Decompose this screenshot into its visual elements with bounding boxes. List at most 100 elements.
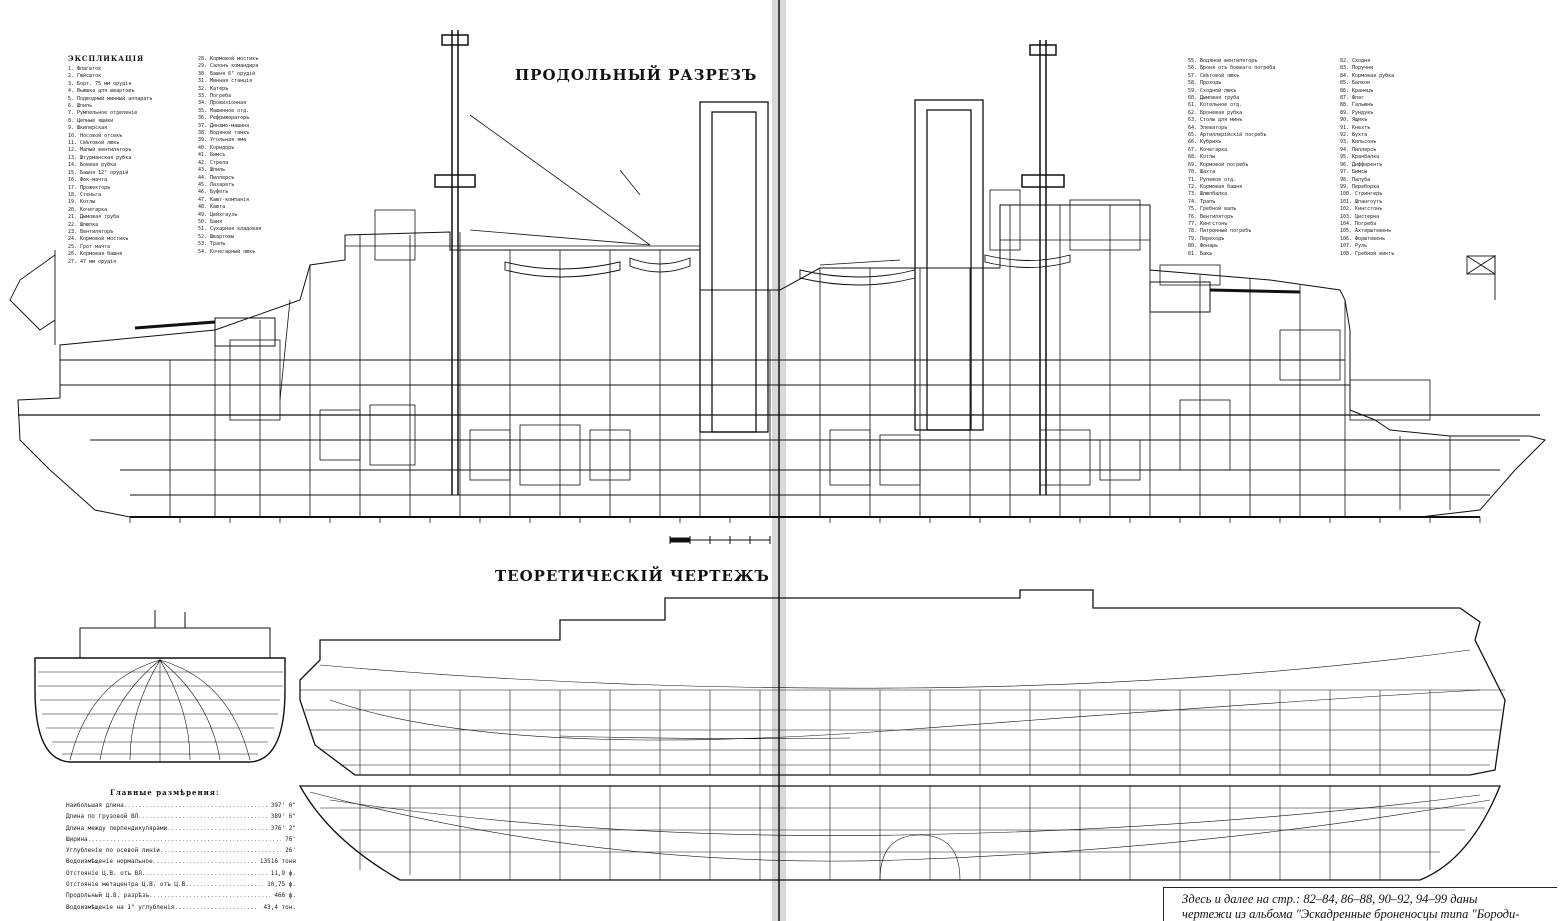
dimension-label: Продольный Ц.В. разрѣзъ xyxy=(66,890,270,901)
legend-item: 59. Сходной люкъ xyxy=(1188,87,1237,94)
legend-item: 53. Трапъ xyxy=(198,241,226,248)
legend-item: 88. Гальюнъ xyxy=(1340,102,1374,109)
legend-item: 24. Кормовой мостикъ xyxy=(68,236,129,243)
legend-item: 90. Ящикъ xyxy=(1340,117,1368,124)
legend-item: 84. Кормовая рубка xyxy=(1340,72,1395,79)
legend-item: 4. Вьюшка для швартовъ xyxy=(68,88,135,95)
legend-item: 98. Палуба xyxy=(1340,176,1371,183)
legend-item: 91. Кнехтъ xyxy=(1340,124,1371,131)
dimension-row: Водоизмѣщеніе нормальное13516 тонн xyxy=(66,856,296,867)
legend-item: 29. Салонъ командира xyxy=(198,63,259,70)
dimension-row: Длина между перпендикулярами376' 2" xyxy=(66,823,296,834)
legend-item: 79. Переходъ xyxy=(1188,235,1225,242)
legend-item: 5. Подводный минный аппаратъ xyxy=(68,95,153,102)
legend-item: 45. Лазаретъ xyxy=(198,181,235,188)
scale-bar xyxy=(669,536,771,544)
legend-item: 73. Шлюпбалка xyxy=(1188,191,1228,198)
dimension-value: 11,9 ф. xyxy=(270,869,296,877)
legend-item: 95. Кранбалка xyxy=(1340,154,1380,161)
legend-item: 65. Артиллерійскій погребъ xyxy=(1188,132,1267,139)
legend-item: 31. Минная станція xyxy=(198,78,253,85)
legend-item: 101. Шпангоутъ xyxy=(1340,198,1383,205)
legend-item: 94. Пиллерсъ xyxy=(1340,146,1377,153)
dimension-row: Отстояніе Ц.В. отъ ВЛ11,9 ф. xyxy=(66,868,296,879)
dimension-value: 13516 тонн xyxy=(259,858,296,866)
legend-item: 44. Пиллерсъ xyxy=(198,174,235,181)
legend-item: 89. Рундукъ xyxy=(1340,109,1374,116)
legend-item: 10. Носовой отсекъ xyxy=(68,132,123,139)
longitudinal-title: ПРОДОЛЬНЫЙ РАЗРЕЗЪ xyxy=(515,66,758,84)
dimension-value: 376' 2" xyxy=(270,824,296,832)
legend-item: 100. Стрингеръ xyxy=(1340,191,1383,198)
legend-item: 107. Руль xyxy=(1340,243,1368,250)
machinery xyxy=(229,329,1431,486)
legend-item: 49. Цейхгаузъ xyxy=(198,211,238,218)
frame-ticks xyxy=(129,517,1481,523)
legend-item: 21. Дымовая труба xyxy=(68,214,120,221)
legend-item: 43. Шпиль xyxy=(198,167,226,174)
dimensions-table: Наибольшая длина397' 0"Длина по грузовой… xyxy=(66,800,296,913)
caption-line-2: чертежи из альбома "Эскадренные броненос… xyxy=(1182,907,1520,921)
legend-item: 63. Столы для минъ xyxy=(1188,117,1243,124)
sheer-plan xyxy=(299,589,1506,776)
legend-item: 28. Кормовой мостикъ xyxy=(198,56,259,62)
legend-item: 58. Проходъ xyxy=(1188,80,1222,87)
legend-item: 68. Котлы xyxy=(1188,154,1216,161)
legend-item: 66. Кубрикъ xyxy=(1188,139,1222,146)
legend-item: 23. Вентиляторъ xyxy=(68,228,114,235)
legend-item: 9. Шкиперская xyxy=(68,125,108,132)
legend-item: 6. Шпиль xyxy=(68,103,93,110)
legend-item: 96. Дифферентъ xyxy=(1340,161,1383,168)
legend-item: 75. Гребной валъ xyxy=(1188,206,1237,213)
legend-item: 14. Боевая рубка xyxy=(68,162,117,169)
dimension-label: Длина между перпендикулярами xyxy=(66,823,267,834)
legend-item: 60. Дымовая труба xyxy=(1188,95,1240,102)
legend-item: 61. Котельное отд. xyxy=(1188,102,1243,109)
legend-item: 8. Цепные ящики xyxy=(68,117,114,124)
turrets xyxy=(134,281,1301,347)
dimension-value: 43,4 тон. xyxy=(263,903,296,911)
legend-item: 46. Буфетъ xyxy=(198,189,229,196)
legend-item: 80. Фонарь xyxy=(1188,243,1219,250)
legend-item: 64. Элеваторъ xyxy=(1188,124,1228,131)
dimensions-header: Главные размѣрения: xyxy=(110,788,220,797)
legend-item: 37. Динамо-машина xyxy=(198,122,250,129)
legend-item: 51. Сухарная кладовая xyxy=(198,226,262,233)
dimension-row: Отстояніе метацентра Ц.В. отъ Ц.В.10,75 … xyxy=(66,879,296,890)
dimension-label: Отстояніе Ц.В. отъ ВЛ xyxy=(66,868,267,879)
legend-item: 33. Погреба xyxy=(198,93,232,100)
dimension-row: Ширина76' xyxy=(66,834,296,845)
legend-item: 106. Форштевень xyxy=(1340,235,1386,242)
superstructure xyxy=(345,189,1221,286)
legend-item: 38. Водяной танкъ xyxy=(198,130,250,137)
dimension-row: Углубленіе по осевой линіи 26' xyxy=(66,845,296,856)
dimension-value: 466 ф. xyxy=(274,892,296,900)
bulkheads xyxy=(169,205,1451,517)
legend-item: 54. Кочегарный люкъ xyxy=(198,248,256,255)
longitudinal-section xyxy=(9,30,1546,523)
legend-item: 74. Трапъ xyxy=(1188,198,1216,205)
legend-item: 92. Бухта xyxy=(1340,132,1368,139)
legend-item: 25. Грот-мачта xyxy=(68,243,111,250)
legend-item: 15. Башня 12" орудій xyxy=(68,169,129,176)
dimension-value: 26' xyxy=(285,847,296,855)
legend-item: 11. Свѣтовой люкъ xyxy=(68,140,120,147)
caption-line-1: Здесь и далее на стр.: 82–84, 86–88, 90–… xyxy=(1182,892,1478,906)
dimension-row: Продольный Ц.В. разрѣзъ 466 ф. xyxy=(66,890,296,901)
dimension-label: Углубленіе по осевой линіи xyxy=(66,845,281,856)
dimension-value: 397' 0" xyxy=(270,802,296,809)
legend-item: 77. Кингстонъ xyxy=(1188,220,1228,227)
legend-item: 12. Малый вентиляторъ xyxy=(68,147,132,154)
legend-item: 104. Погреба xyxy=(1340,220,1377,227)
dimension-value: 76' xyxy=(285,835,296,843)
dimension-value: 389' 6" xyxy=(270,813,296,821)
boats xyxy=(504,254,1071,286)
dimension-label: Наибольшая длина xyxy=(66,800,267,811)
legend-item: 19. Котлы xyxy=(68,199,96,206)
legend-item: 105. Ахтерштевень xyxy=(1340,228,1392,235)
